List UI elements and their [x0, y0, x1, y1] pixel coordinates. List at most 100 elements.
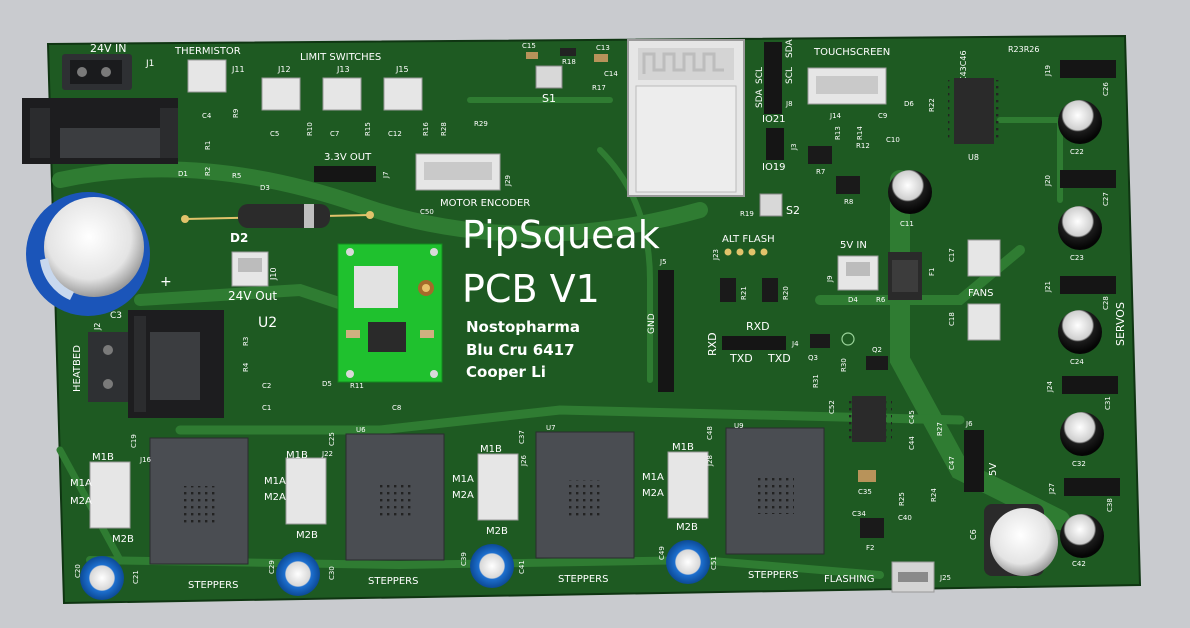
ref-c35: C35: [858, 488, 872, 496]
ref-c42: C42: [1072, 560, 1086, 568]
ref-q3: Q3: [808, 354, 818, 362]
ref-c49-label: C49: [658, 546, 666, 560]
ref-r2: R2: [204, 167, 212, 176]
capacitor-c39: [470, 544, 514, 588]
ref-d6: D6: [904, 100, 914, 108]
smd-q2: [866, 356, 888, 370]
ref-c27: C27: [1102, 192, 1110, 206]
ref-j6: J6: [965, 420, 973, 428]
smd-r7: [808, 146, 832, 164]
ref-r16: R16: [422, 122, 430, 136]
label-gnd: GND: [647, 313, 657, 334]
ref-j10: J10: [269, 267, 278, 281]
label-txd-left: TXD: [729, 352, 753, 365]
ref-r6: R6: [876, 296, 886, 304]
label-heatbed: HEATBED: [72, 345, 83, 392]
ref-j21: J21: [1044, 281, 1052, 293]
label-m2b-4: M2B: [676, 522, 698, 533]
label-io21: IO21: [762, 114, 786, 125]
ref-r28: R28: [440, 122, 448, 136]
header-j5: [658, 270, 674, 392]
label-motor-encoder: MOTOR ENCODER: [440, 198, 530, 209]
ref-j2: J2: [93, 323, 102, 331]
label-io19: IO19: [762, 162, 786, 173]
ref-c37: C37: [518, 430, 526, 444]
ref-r18: R18: [562, 58, 576, 66]
connector-j12: [261, 77, 301, 111]
ref-j27: J27: [1048, 483, 1056, 495]
ref-c48: C48: [706, 426, 714, 440]
label-24v-in: 24V IN: [90, 42, 127, 55]
capacitor-c29: [276, 552, 320, 596]
ref-r15: R15: [364, 122, 372, 136]
diode-d2: [181, 204, 374, 228]
ref-r13: R13: [834, 126, 842, 140]
label-m1b-3: M1B: [480, 444, 502, 455]
ref-c17: C17: [948, 248, 956, 262]
label-m1a-1: M1A: [70, 478, 92, 489]
capacitor-c20: [80, 556, 124, 600]
inductor-f1: [888, 252, 922, 300]
terminal-j2-pin: [103, 345, 113, 355]
ref-r29: R29: [474, 120, 488, 128]
ref-c6: C6: [969, 529, 978, 540]
ref-r7: R7: [816, 168, 825, 176]
ref-r21: R21: [740, 286, 748, 300]
smd-c13: [594, 54, 608, 62]
ref-r19: R19: [740, 210, 754, 218]
ref-c11: C11: [900, 220, 914, 228]
label-m2b-3: M2B: [486, 526, 508, 537]
header-j6: [964, 430, 984, 492]
label-rxd-side: RXD: [706, 332, 719, 356]
label-m2a-3: M2A: [452, 490, 474, 501]
servo-headers: [1060, 60, 1120, 496]
header-j7: [314, 166, 376, 182]
ref-c21: C21: [132, 570, 140, 584]
label-touchscreen: TOUCHSCREEN: [813, 47, 890, 58]
ref-d1: D1: [178, 170, 188, 178]
ref-u8: U8: [968, 153, 979, 162]
ref-c52: C52: [828, 400, 836, 414]
mounting-hole: [841, 332, 855, 346]
label-m1b-4: M1B: [672, 442, 694, 453]
connector-j10-socket: [238, 258, 262, 272]
label-3v3-out: 3.3V OUT: [324, 152, 372, 163]
ref-c1: C1: [262, 404, 271, 412]
label-m2b-2: M2B: [296, 530, 318, 541]
ref-q2: Q2: [872, 346, 882, 354]
ref-j22: J22: [321, 450, 333, 458]
label-m2a-4: M2A: [642, 488, 664, 499]
ref-d5: D5: [322, 380, 332, 388]
ref-f1: F1: [928, 268, 936, 276]
smd-r21: [720, 278, 736, 302]
button-s2: [759, 193, 783, 217]
label-sda-1: SDA: [785, 39, 795, 58]
ref-c5: C5: [270, 130, 279, 138]
capacitor-c32: [1060, 412, 1104, 456]
connector-j9-socket: [846, 262, 870, 276]
ref-r25: R25: [898, 492, 906, 506]
smd-r8: [836, 176, 860, 194]
ref-r17: R17: [592, 84, 606, 92]
ref-r12: R12: [856, 142, 870, 150]
ref-u6: U6: [356, 426, 366, 434]
label-steppers-3: STEPPERS: [558, 574, 608, 585]
capacitor-c11: [888, 170, 932, 214]
capacitor-c23: [1058, 206, 1102, 250]
ref-c32: C32: [1072, 460, 1086, 468]
ref-s1: S1: [542, 92, 556, 105]
ref-r24: R24: [930, 488, 938, 502]
label-m1b-2: M1B: [286, 450, 308, 461]
board-title-line2: PCB V1: [462, 267, 600, 311]
label-m2a-2: M2A: [264, 492, 286, 503]
label-5v-in: 5V IN: [840, 240, 867, 251]
ref-c24: C24: [1070, 358, 1084, 366]
ref-r27: R27: [936, 422, 944, 436]
ref-j26: J26: [520, 454, 528, 467]
ref-r14: R14: [856, 126, 864, 140]
header-j8: [764, 42, 782, 114]
ref-r8: R8: [844, 198, 853, 206]
ref-d3: D3: [260, 184, 270, 192]
credit-line2: Blu Cru 6417: [466, 341, 575, 359]
ref-c25: C25: [328, 432, 336, 446]
